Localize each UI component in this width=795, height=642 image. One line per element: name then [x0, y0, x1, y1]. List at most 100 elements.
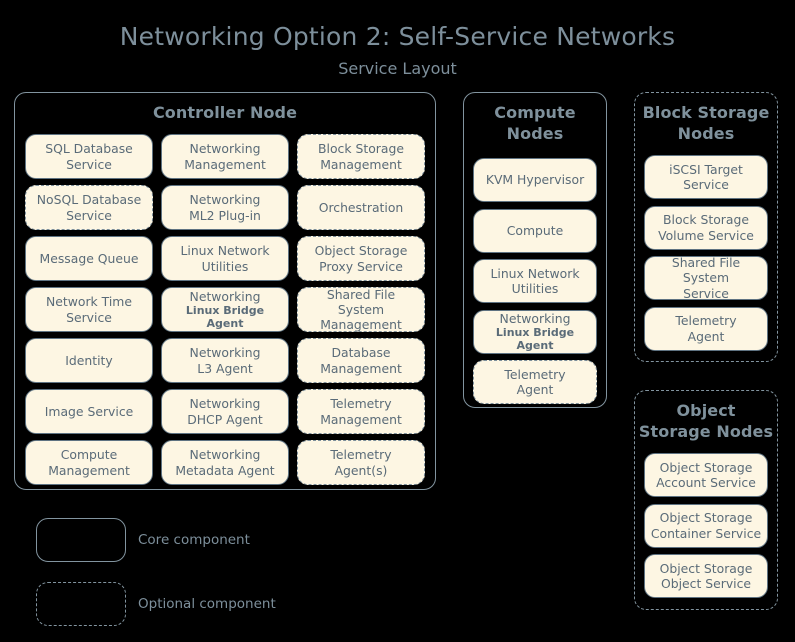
- service-label-line2: Agent(s): [334, 462, 388, 478]
- controller-col1-item-5[interactable]: Image Service: [25, 389, 153, 434]
- service-label-line1: Image Service: [44, 403, 134, 419]
- service-label-line2: Management: [320, 411, 402, 427]
- service-label-line2: Management: [320, 156, 402, 172]
- service-label-line2: Agent: [687, 328, 725, 344]
- service-label-line1: NoSQL Database: [36, 192, 142, 208]
- service-label-line1: iSCSI Target: [669, 161, 743, 177]
- service-label-line2: Container Service: [650, 525, 762, 541]
- service-label-line1: Compute: [506, 222, 564, 238]
- legend-core-swatch: [36, 518, 126, 562]
- service-label-line1: Networking: [189, 288, 261, 304]
- service-label-line1: Networking: [189, 192, 261, 208]
- object-storage-title-line1: Object: [676, 401, 736, 420]
- legend-optional-label: Optional component: [138, 596, 276, 612]
- service-label-line1: Telemetry: [330, 396, 392, 412]
- compute-node-item-0[interactable]: KVM Hypervisor: [473, 158, 597, 202]
- service-label-line1: Linux Network: [180, 243, 270, 259]
- service-label-line2: Linux Bridge Agent: [495, 325, 575, 353]
- compute-node-item-1[interactable]: Compute: [473, 208, 597, 253]
- service-label-line2: Metadata Agent: [175, 462, 275, 478]
- legend-optional-swatch: [36, 582, 126, 626]
- service-label-line1: Database: [331, 345, 391, 361]
- service-label-line1: Networking: [189, 396, 261, 412]
- controller-col1-item-4[interactable]: Identity: [25, 338, 153, 383]
- service-label-line2: Service: [66, 156, 112, 172]
- controller-col1-item-2[interactable]: Message Queue: [25, 236, 153, 281]
- block-storage-nodes-container: Block Storage Nodes: [634, 92, 778, 362]
- compute-nodes-container: Compute Nodes: [463, 92, 607, 408]
- block-storage-title-line1: Block Storage: [642, 103, 770, 122]
- controller-node-container: Controller Node: [14, 92, 436, 490]
- service-label-line2: Service: [683, 285, 729, 301]
- service-label-line2: Utilities: [201, 258, 249, 274]
- service-label-line2: L3 Agent: [197, 360, 253, 376]
- service-label-line2: DHCP Agent: [187, 411, 263, 427]
- service-label-line1: Networking: [189, 345, 261, 361]
- service-label-line2: Management: [184, 156, 266, 172]
- service-label-line1: Object Storage: [314, 243, 408, 259]
- service-label-line2: Agent: [516, 382, 554, 397]
- compute-nodes-title: Compute Nodes: [464, 102, 606, 144]
- compute-nodes-title-line2: Nodes: [506, 124, 564, 144]
- service-label-line1: Orchestration: [318, 199, 404, 215]
- service-label-line1: Network Time: [46, 294, 132, 310]
- service-label-line1: Networking: [189, 447, 261, 463]
- page-subtitle: Service Layout: [338, 59, 457, 78]
- service-label-line1: Telemetry: [504, 366, 566, 382]
- service-label-line1: Networking: [189, 141, 261, 157]
- block-storage-nodes-title: Block Storage Nodes: [635, 102, 777, 144]
- service-label-line2: Management: [320, 360, 402, 376]
- service-label-line1: SQL Database: [45, 141, 133, 157]
- service-label-line1: Block Storage: [318, 141, 404, 157]
- service-label-line2: Service: [66, 207, 112, 223]
- service-label-line2: Linux Bridge Agent: [185, 303, 265, 331]
- object-storage-nodes-title: Object Storage Nodes: [635, 400, 777, 442]
- service-label-line2: Volume Service: [658, 227, 754, 243]
- service-label-line1: Object Storage: [659, 510, 753, 526]
- service-label-line2: Utilities: [511, 281, 559, 296]
- service-label-line1: Networking: [499, 310, 571, 326]
- controller-col3-item-1[interactable]: Orchestration: [297, 185, 425, 230]
- service-label-line2: Management: [48, 462, 130, 478]
- service-label-line2: Management: [320, 317, 402, 333]
- service-label-line1: Object Storage: [659, 459, 753, 475]
- service-label-line1: Compute: [60, 447, 118, 463]
- page-title: Networking Option 2: Self-Service Networ…: [119, 22, 676, 51]
- legend-core-label: Core component: [138, 532, 250, 548]
- compute-nodes-title-line1: Compute: [494, 103, 576, 122]
- service-label-line2: Proxy Service: [319, 258, 403, 274]
- object-storage-nodes-container: Object Storage Nodes: [634, 390, 778, 610]
- service-label-line2: Service: [66, 309, 112, 325]
- service-label-line2: Service: [683, 177, 729, 192]
- service-label-line1: KVM Hypervisor: [485, 172, 585, 188]
- service-label-line1: Shared File System: [671, 255, 741, 286]
